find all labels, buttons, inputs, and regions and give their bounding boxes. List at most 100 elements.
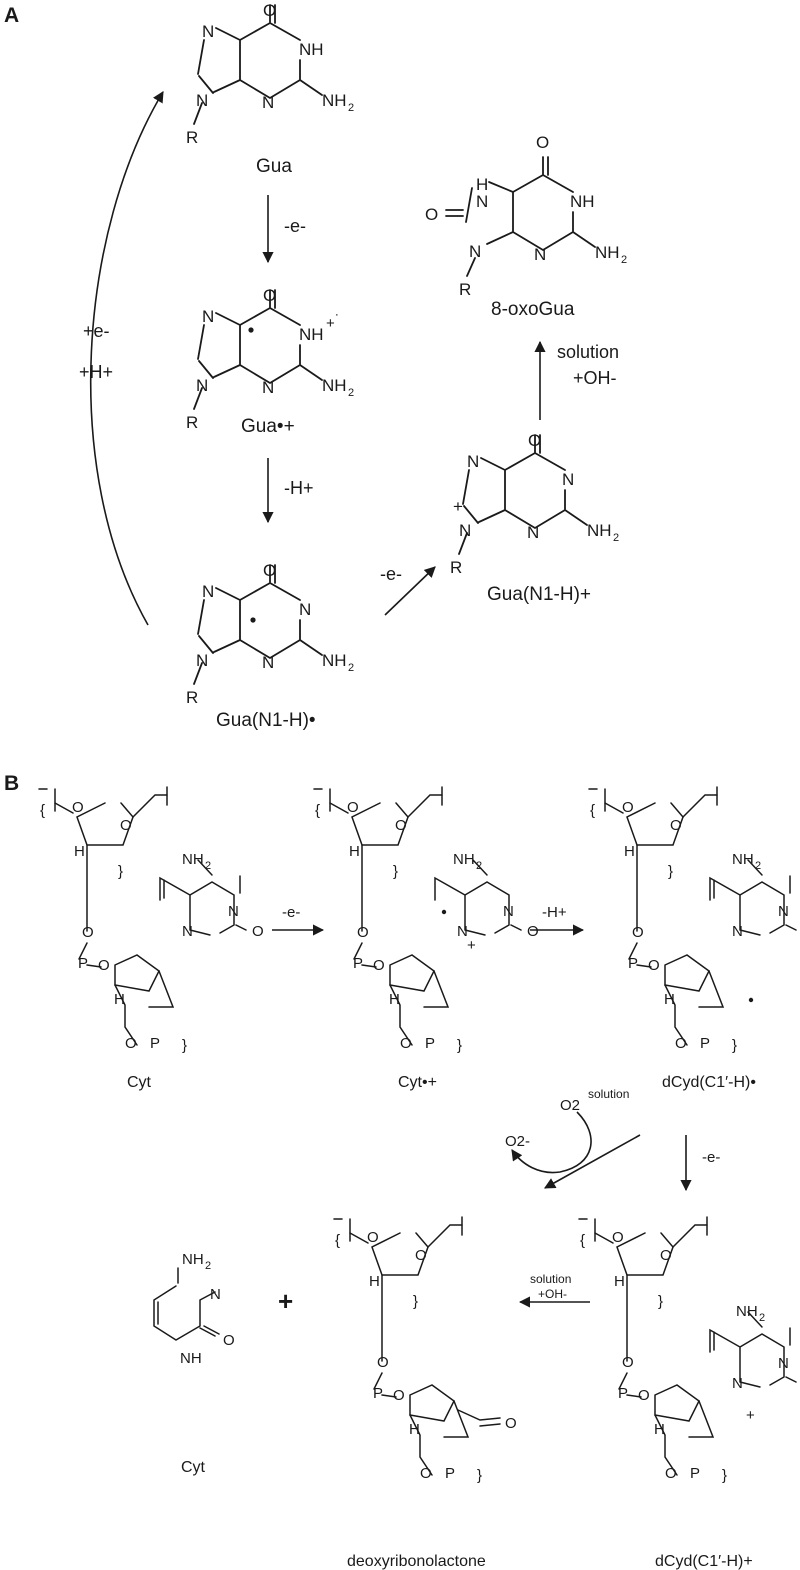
- svg-text:O: O: [670, 817, 682, 834]
- svg-text:O: O: [622, 1354, 634, 1371]
- svg-text:H: H: [114, 991, 125, 1008]
- svg-text:2: 2: [613, 532, 619, 544]
- svg-text:˙: ˙: [335, 312, 340, 329]
- svg-text:NH: NH: [322, 91, 347, 110]
- svg-text:{: {: [315, 802, 320, 819]
- svg-text:H: H: [369, 1273, 380, 1290]
- svg-text:NH: NH: [453, 851, 475, 868]
- label-step-hydroxide: +OH-: [573, 368, 617, 388]
- label-cyt: Cyt: [127, 1074, 152, 1091]
- label-superoxide: O2-: [505, 1133, 530, 1150]
- svg-text:O: O: [395, 817, 407, 834]
- svg-text:O: O: [98, 957, 110, 974]
- svg-text:N: N: [202, 307, 214, 326]
- svg-text:2: 2: [205, 1260, 211, 1272]
- svg-text:O: O: [425, 205, 438, 224]
- svg-text:R: R: [186, 688, 198, 707]
- svg-text:O: O: [120, 817, 132, 834]
- svg-text:}: }: [668, 863, 673, 880]
- svg-text:N: N: [457, 923, 468, 940]
- svg-text:R: R: [186, 413, 198, 432]
- svg-text:}: }: [658, 1293, 663, 1310]
- svg-text:P: P: [78, 955, 88, 972]
- svg-text:}: }: [457, 1037, 462, 1054]
- svg-text:H: H: [409, 1421, 420, 1438]
- svg-text:O: O: [415, 1247, 427, 1264]
- svg-text:O: O: [536, 133, 549, 152]
- label-cyt-radical-cation: Cyt•+: [398, 1074, 437, 1091]
- svg-text:O: O: [125, 1035, 137, 1052]
- label-b-step-hydroxide: +OH-: [538, 1287, 567, 1301]
- svg-text:}: }: [182, 1037, 187, 1054]
- svg-text:N: N: [196, 651, 208, 670]
- svg-text:N: N: [210, 1286, 221, 1303]
- svg-text:H: H: [664, 991, 675, 1008]
- svg-text:+: +: [467, 937, 476, 954]
- svg-text:N: N: [202, 582, 214, 601]
- svg-text:O: O: [263, 286, 276, 305]
- svg-text:NH: NH: [587, 521, 612, 540]
- svg-text:O: O: [648, 957, 660, 974]
- svg-text:O: O: [400, 1035, 412, 1052]
- svg-text:O: O: [393, 1387, 405, 1404]
- panel-label-a: A: [4, 4, 19, 27]
- svg-text:O: O: [638, 1387, 650, 1404]
- svg-text:N: N: [196, 91, 208, 110]
- label-dcyd-radical: dCyd(C1′-H)•: [662, 1074, 756, 1091]
- label-b-step-oxidation-1: -e-: [282, 904, 300, 921]
- svg-text:P: P: [700, 1035, 710, 1052]
- svg-text:{: {: [580, 1232, 585, 1249]
- label-step-repair-proton: +H+: [79, 362, 113, 382]
- svg-text:NH: NH: [736, 1303, 758, 1320]
- svg-text:N: N: [299, 600, 311, 619]
- svg-text:2: 2: [755, 860, 761, 872]
- label-step-repair-electron: +e-: [83, 321, 110, 341]
- svg-text:O: O: [420, 1465, 432, 1482]
- svg-text:H: H: [624, 843, 635, 860]
- svg-text:O: O: [263, 561, 276, 580]
- svg-text:+: +: [326, 315, 335, 332]
- svg-text:P: P: [628, 955, 638, 972]
- svg-text:O: O: [252, 923, 264, 940]
- svg-text:NH: NH: [182, 1251, 204, 1268]
- svg-text:+: +: [746, 1407, 755, 1424]
- panel-label-b: B: [4, 772, 19, 795]
- svg-text:N: N: [202, 22, 214, 41]
- svg-text:H: H: [654, 1421, 665, 1438]
- svg-text:{: {: [40, 802, 45, 819]
- svg-text:O: O: [263, 1, 276, 20]
- svg-text:P: P: [618, 1385, 628, 1402]
- svg-text:{: {: [335, 1232, 340, 1249]
- svg-text:O: O: [665, 1465, 677, 1482]
- svg-text:H: H: [614, 1273, 625, 1290]
- svg-text:O: O: [622, 799, 634, 816]
- svg-text:H: H: [389, 991, 400, 1008]
- svg-text:{: {: [590, 802, 595, 819]
- svg-text:P: P: [445, 1465, 455, 1482]
- svg-text:N: N: [467, 452, 479, 471]
- svg-text:N: N: [196, 376, 208, 395]
- label-gua-n1h-cation: Gua(N1-H)+: [487, 584, 591, 605]
- svg-text:O: O: [675, 1035, 687, 1052]
- svg-text:O: O: [528, 431, 541, 450]
- svg-text:}: }: [118, 863, 123, 880]
- svg-text:H: H: [349, 843, 360, 860]
- plus-sign: +: [278, 1286, 293, 1316]
- svg-text:2: 2: [476, 860, 482, 872]
- svg-text:NH: NH: [732, 851, 754, 868]
- svg-text:N: N: [182, 923, 193, 940]
- svg-text:O: O: [377, 1354, 389, 1371]
- svg-text:P: P: [690, 1465, 700, 1482]
- svg-text:O: O: [373, 957, 385, 974]
- svg-text:N: N: [503, 903, 514, 920]
- svg-text:O: O: [632, 924, 644, 941]
- label-b-step-solution: solution: [530, 1272, 571, 1286]
- svg-text:2: 2: [348, 387, 354, 399]
- svg-text:N: N: [534, 245, 546, 264]
